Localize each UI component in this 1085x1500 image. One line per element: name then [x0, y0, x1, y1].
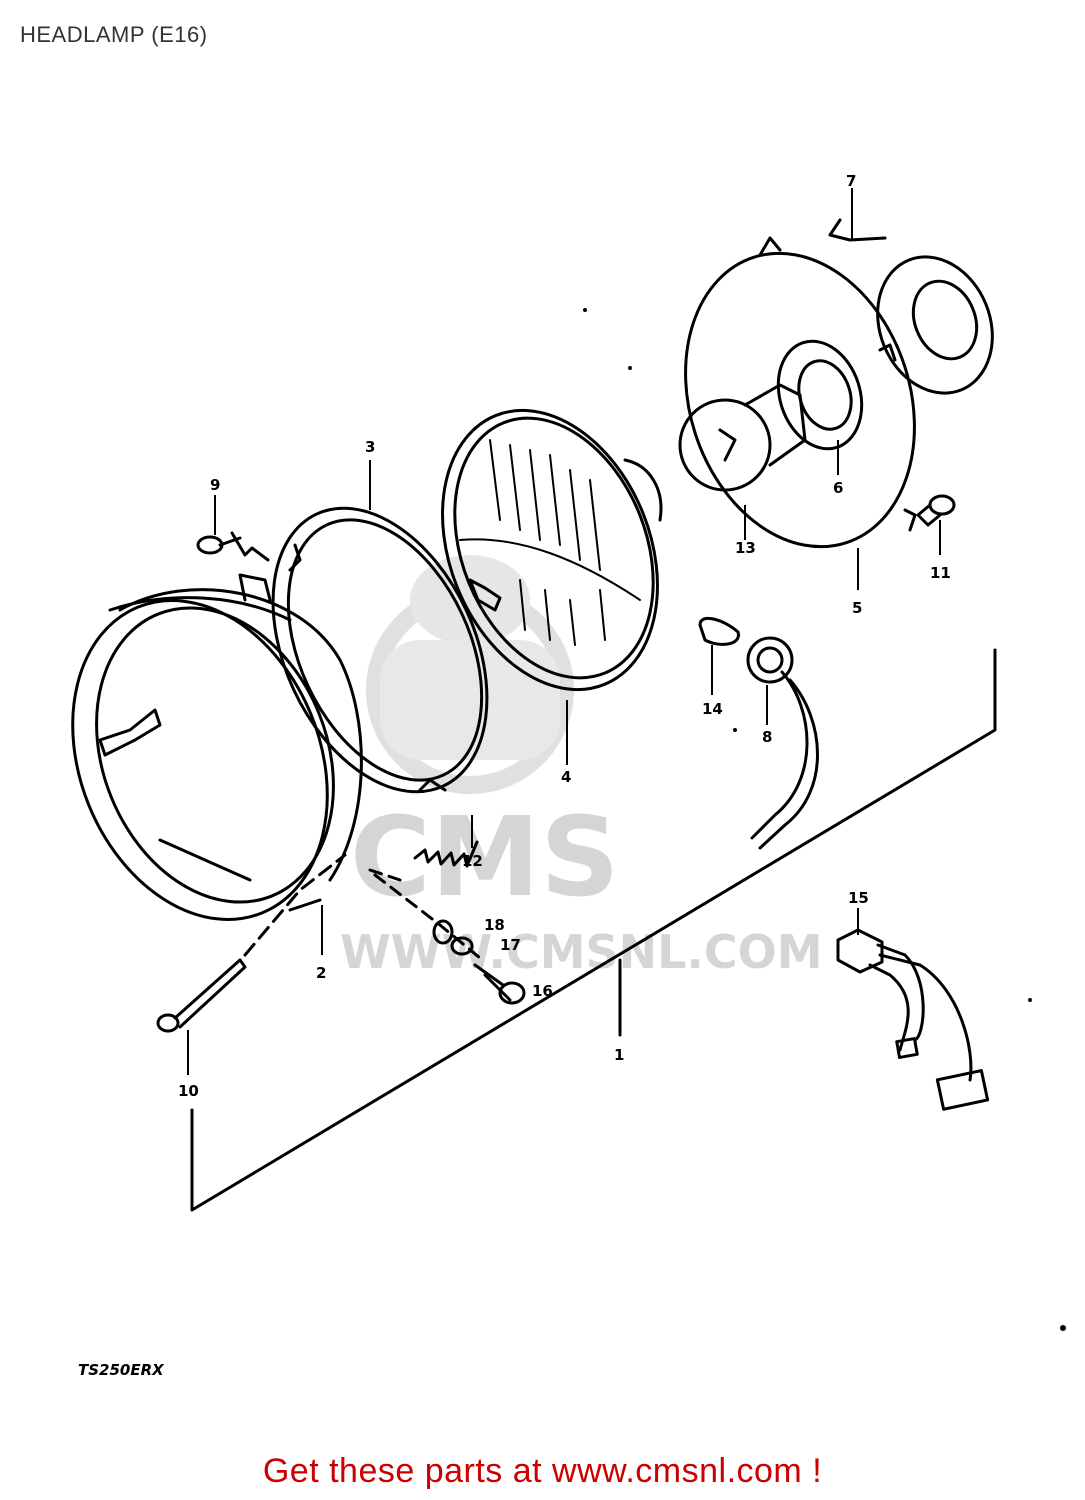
- callout-12: 12: [462, 852, 483, 870]
- nut-part-18: [432, 919, 454, 945]
- callout-16: 16: [532, 982, 553, 1000]
- cmsnl-footer-link[interactable]: Get these parts at www.cmsnl.com !: [262, 1452, 823, 1490]
- connector-part-15: [836, 928, 990, 1111]
- callout-10: 10: [178, 1082, 199, 1100]
- cmsnl-watermark: CMS WWW.CMSNL.COM: [340, 555, 823, 979]
- screw-part-16: [473, 963, 526, 1005]
- leader-lines: [187, 188, 941, 1075]
- callout-6: 6: [833, 479, 843, 497]
- spring-part-12: [368, 840, 479, 882]
- lens-reflector-part-4: [441, 408, 663, 692]
- callout-4: 4: [561, 768, 571, 786]
- callout-18: 18: [484, 916, 505, 934]
- model-code: TS250ERX: [78, 1361, 165, 1379]
- callout-7: 7: [846, 172, 856, 190]
- page-title: HEADLAMP (E16): [20, 22, 208, 47]
- bulb-holder-ring-part-5: [684, 236, 917, 549]
- assembly-bracket: [190, 648, 997, 1212]
- screw-part-9: [196, 531, 270, 562]
- pilot-bulb-part-14: [698, 616, 740, 646]
- callout-8: 8: [762, 728, 772, 746]
- headlamp-housing-part-2: [71, 573, 363, 921]
- callout-17: 17: [500, 936, 521, 954]
- callout-1: 1: [614, 1046, 624, 1064]
- callout-5: 5: [852, 599, 862, 617]
- washer-part-17: [450, 936, 474, 956]
- callout-13: 13: [735, 539, 756, 557]
- watermark-brand: CMS: [350, 793, 619, 921]
- watermark-url: WWW.CMSNL.COM: [340, 925, 823, 979]
- callout-9: 9: [210, 476, 220, 494]
- callout-15: 15: [848, 889, 869, 907]
- bulb-socket-part-6: [776, 339, 864, 451]
- rear-cap: [876, 255, 994, 395]
- mounting-ring-part-3: [271, 506, 489, 794]
- callout-2: 2: [316, 964, 326, 982]
- callout-11: 11: [930, 564, 951, 582]
- clip-part-7: [828, 218, 887, 242]
- bolt-part-10: [156, 853, 347, 1033]
- screw-part-11: [916, 494, 956, 527]
- headlamp-bulb-part-13: [678, 383, 807, 492]
- stray-dots: [583, 308, 1066, 1331]
- pilot-socket-part-8: [746, 636, 819, 850]
- callout-14: 14: [702, 700, 723, 718]
- callout-3: 3: [365, 438, 375, 456]
